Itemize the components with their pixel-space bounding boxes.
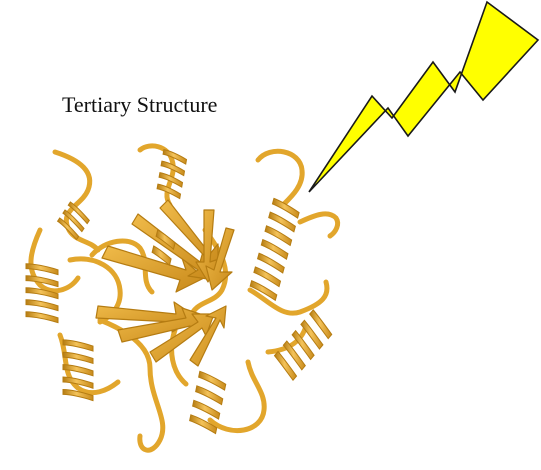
helix-right bbox=[250, 198, 299, 300]
loop-tail-right bbox=[300, 214, 338, 236]
loop-top-right bbox=[258, 151, 302, 206]
helix-top-left bbox=[58, 202, 90, 240]
helix-lower-right bbox=[275, 310, 332, 380]
